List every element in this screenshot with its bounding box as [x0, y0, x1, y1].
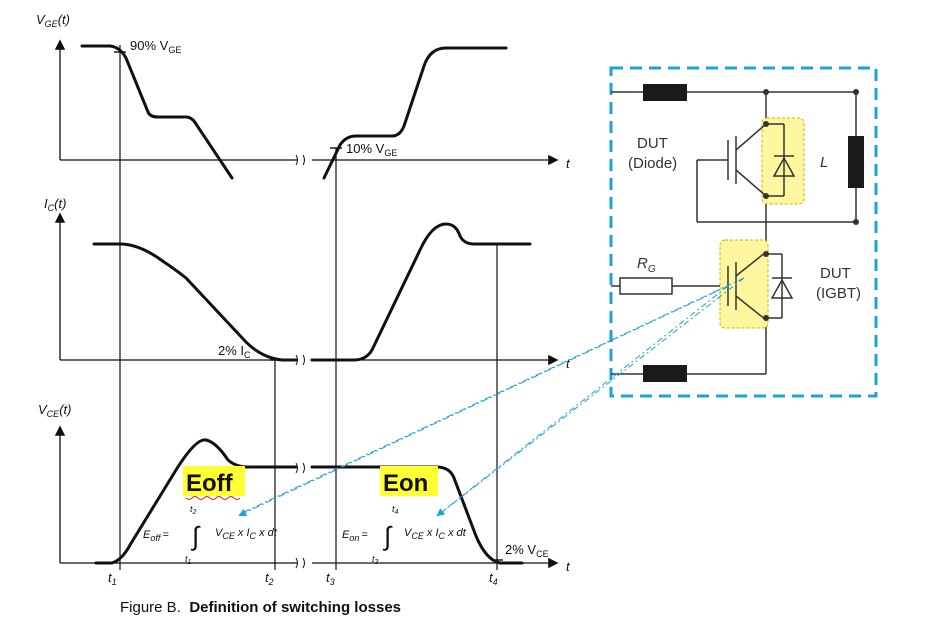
axes: [54, 39, 559, 569]
figure-title: Definition of switching losses: [189, 599, 401, 616]
dut-diode-label-2: (Diode): [628, 155, 677, 172]
svg-text:t1: t1: [185, 554, 192, 566]
dut-diode-label-1: DUT: [637, 135, 668, 152]
time-mark-labels: t1 t2 t3 t4: [108, 570, 498, 587]
vge-t-label: t: [566, 156, 571, 171]
eoff-formula: Eoff= t2 ∫ t1 VCE x IC x dt: [143, 504, 278, 566]
vce-waveform-turnoff: [94, 438, 298, 565]
vce-axis-label: VCE(t): [38, 402, 71, 419]
axis-break-marks: [295, 154, 305, 569]
dut-igbt-label-2: (IGBT): [816, 285, 861, 302]
dut-igbt-highlight: [719, 239, 769, 329]
waveforms: [80, 44, 532, 565]
svg-text:VCE x IC x dt: VCE x IC x dt: [404, 527, 467, 541]
eon-formula: Eon= t4 ∫ t3 VCE x IC x dt: [342, 504, 467, 566]
figure-caption: Figure B. Definition of switching losses: [120, 599, 401, 616]
eoff-pointer-2: [243, 277, 745, 513]
svg-text:Eoff=: Eoff=: [143, 529, 169, 543]
eon-label: Eon: [383, 470, 428, 497]
gate-resistor-label: RG: [637, 255, 656, 275]
t3-label: t3: [326, 570, 335, 587]
ic-2-annotation: 2% IC: [218, 343, 251, 360]
eoff-label: Eoff: [186, 470, 234, 497]
upper-igbt-symbol: [727, 123, 767, 197]
svg-text:∫: ∫: [382, 521, 393, 551]
axis-labels: VGE(t) IC(t) VCE(t) t t t: [36, 12, 571, 574]
lower-diode-symbol: [770, 254, 794, 318]
ic-waveform-turnoff: [92, 242, 298, 362]
svg-text:Eon=: Eon=: [342, 529, 368, 543]
circuit-panel: L RG DUT (Diode): [609, 66, 878, 398]
vge-waveform-turnon: [322, 46, 508, 180]
inductor-label: L: [820, 154, 828, 171]
vce-2-annotation: 2% VCE: [505, 542, 549, 559]
eoff-pointer: [238, 285, 729, 517]
svg-text:t3: t3: [372, 554, 379, 566]
t4-label: t4: [489, 570, 498, 587]
eon-pointer: [436, 285, 729, 517]
threshold-annotations: 90% VGE 10% VGE 2% IC 2% VCE: [130, 38, 549, 559]
svg-text:∫: ∫: [190, 521, 201, 551]
gate-resistor: [619, 277, 673, 295]
eon-highlight: Eon: [380, 466, 438, 497]
figure-number: Figure B.: [120, 599, 181, 616]
vge-waveform-turnoff: [80, 44, 234, 180]
ic-axis-label: IC(t): [44, 196, 66, 213]
inductor: [848, 136, 864, 188]
t1-label: t1: [108, 570, 117, 587]
vge-90-annotation: 90% VGE: [130, 38, 181, 55]
pointer-lines: [238, 277, 745, 517]
svg-text:t4: t4: [392, 504, 399, 516]
bottom-resistor: [643, 365, 687, 382]
svg-text:VCE x IC x dt: VCE x IC x dt: [215, 527, 278, 541]
vge-axis-label: VGE(t): [36, 12, 70, 29]
ic-waveform-turnon: [310, 222, 532, 362]
t2-label: t2: [265, 570, 274, 587]
svg-text:t2: t2: [190, 504, 197, 516]
eon-pointer-2: [441, 277, 745, 513]
time-lines: [119, 45, 498, 570]
dut-igbt-label-1: DUT: [820, 265, 851, 282]
vge-10-annotation: 10% VGE: [346, 141, 397, 158]
top-resistor: [643, 84, 687, 101]
eoff-highlight: Eoff: [183, 466, 245, 500]
upper-diode-symbol: [766, 123, 796, 197]
circuit-dashed-border: [609, 66, 878, 398]
ic-t-label: t: [566, 356, 571, 371]
threshold-markers: [114, 51, 503, 561]
vce-t-label: t: [566, 559, 571, 574]
